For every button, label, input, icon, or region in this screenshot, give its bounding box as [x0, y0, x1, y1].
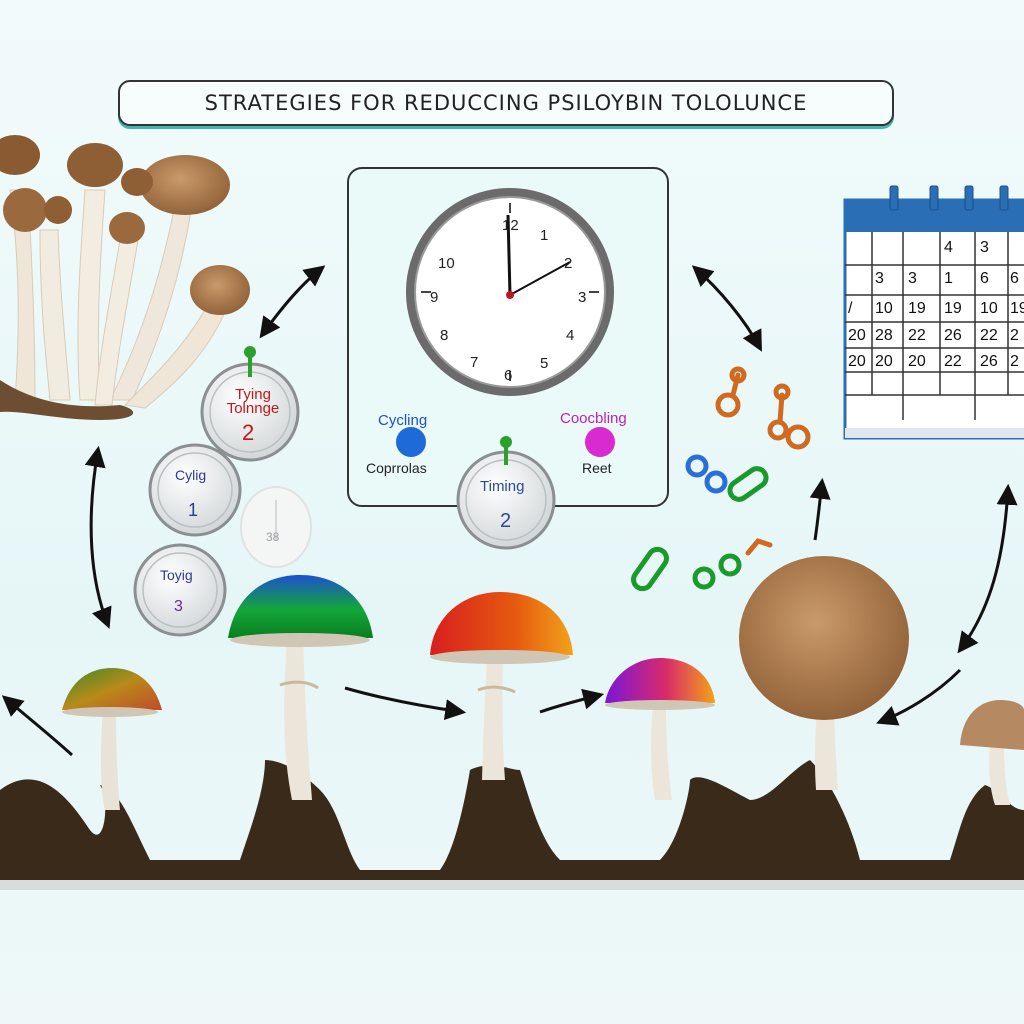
- mushroom-cluster-icon: [0, 135, 250, 420]
- cycling-dot-icon: [396, 427, 426, 457]
- calendar-day: 4: [944, 239, 953, 256]
- calendar-day: 3: [875, 270, 884, 287]
- calendar-day: 26: [980, 353, 998, 370]
- calendar-day: 1: [944, 270, 953, 287]
- flow-arrows: [1, 265, 1018, 757]
- clock-numeral-12: 12: [502, 217, 519, 234]
- mushroom-small-brown-icon: [960, 700, 1024, 805]
- calendar-day: 6: [980, 270, 989, 287]
- calendar-day: 20: [875, 353, 893, 370]
- calendar-day: 20: [908, 353, 926, 370]
- reset-label: Coocbling: [560, 410, 627, 427]
- calendar-day: 6: [1010, 270, 1019, 287]
- mushroom-rainbow-small-icon: [62, 668, 162, 810]
- clock-numeral-3: 3: [578, 289, 586, 306]
- clock-numeral-4: 4: [566, 327, 574, 344]
- badge-tying-tolerance: [200, 346, 300, 462]
- calendar-day: 10: [875, 300, 893, 317]
- mushroom-purple-icon: [605, 658, 715, 800]
- calendar-day: 22: [944, 353, 962, 370]
- clock-numeral-5: 5: [540, 355, 548, 372]
- clock-numeral-7: 7: [470, 354, 478, 371]
- mushroom-red-orange-icon: [430, 592, 573, 780]
- calendar-day: 3: [908, 270, 917, 287]
- calendar-day: 2: [1010, 327, 1019, 344]
- reset-dot-icon: [585, 427, 615, 457]
- clock-numeral-9: 9: [430, 289, 438, 306]
- soil-ground: [0, 760, 1024, 890]
- calendar-day: 19: [1010, 300, 1024, 317]
- cycling-sublabel: Coprrolas: [366, 460, 427, 476]
- badge-toying-label: Toyig: [160, 567, 193, 583]
- cycling-label: Cycling: [378, 412, 428, 429]
- calendar-day: 19: [908, 300, 926, 317]
- calendar-day: 22: [908, 327, 926, 344]
- badge-blank-label: 38: [266, 530, 280, 544]
- badge-tying-label: Tying Tolnnge: [226, 386, 280, 417]
- timing-label: Timing: [480, 478, 525, 495]
- calendar-day: 22: [980, 327, 998, 344]
- clock-numeral-2: 2: [564, 255, 572, 272]
- calendar-day: 20: [848, 327, 866, 344]
- calendar-day: 20: [848, 353, 866, 370]
- mushroom-large-brown-icon: [739, 556, 909, 790]
- badge-blank: [240, 486, 312, 568]
- clock-numeral-6: 6: [504, 367, 512, 384]
- reset-sublabel: Reet: [582, 460, 612, 476]
- badge-tying-number: 2: [242, 420, 255, 445]
- badge-toying: [133, 543, 227, 637]
- timing-badge: [456, 436, 556, 550]
- calendar-day: 28: [875, 327, 893, 344]
- clock-numeral-10: 10: [438, 255, 455, 272]
- clock-numeral-8: 8: [440, 327, 448, 344]
- calendar-icon: [843, 185, 1024, 440]
- calendar-day: 26: [944, 327, 962, 344]
- clock-panel: [347, 167, 669, 507]
- calendar-day: 19: [944, 300, 962, 317]
- calendar-day: 3: [980, 239, 989, 256]
- chain-links-icon: [631, 366, 811, 592]
- calendar-day: /: [848, 300, 853, 317]
- clock-numeral-1: 1: [540, 227, 548, 244]
- badge-cycling-label: Cylig: [175, 467, 207, 483]
- badge-cycling-number: 1: [188, 500, 199, 520]
- mushroom-blue-green-icon: [228, 575, 373, 800]
- calendar-day: 2: [1010, 353, 1019, 370]
- badge-toying-number: 3: [174, 598, 183, 615]
- timing-number: 2: [500, 510, 512, 532]
- pin-icon: [500, 436, 512, 448]
- title-banner: STRATEGIES FOR REDUCCING PSILOYBIN TOLOL…: [118, 80, 894, 126]
- badge-cycling: [148, 443, 242, 537]
- page-title: STRATEGIES FOR REDUCCING PSILOYBIN TOLOL…: [204, 91, 808, 115]
- calendar-day: 10: [980, 300, 998, 317]
